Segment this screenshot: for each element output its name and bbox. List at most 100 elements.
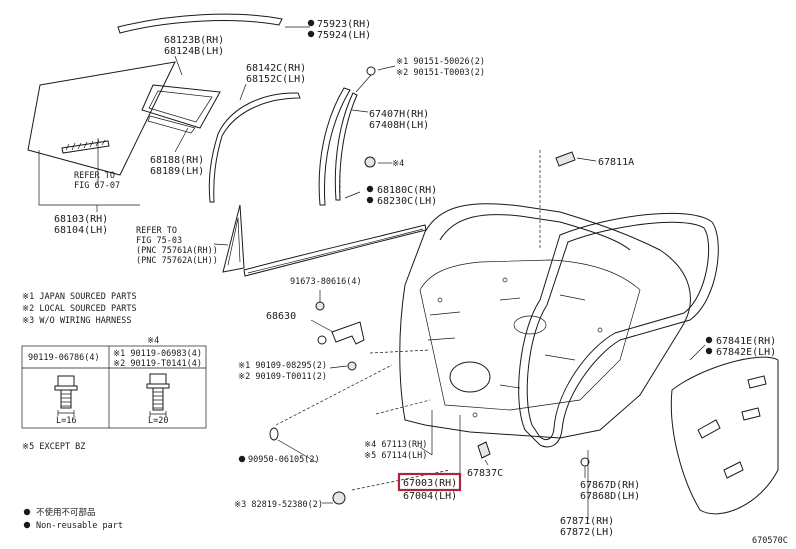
legend-dot bbox=[23, 508, 31, 516]
callout-67837c[interactable]: 67837C bbox=[467, 468, 503, 479]
callout-68103[interactable]: 68103(RH) 68104(LH) bbox=[54, 214, 108, 236]
rear-door-window-frame bbox=[439, 214, 631, 251]
part-number: 91673-80616(4) bbox=[290, 277, 362, 287]
note-except-bz: ※5 EXCEPT BZ bbox=[22, 442, 85, 452]
note-line: ※2 LOCAL SOURCED PARTS bbox=[22, 304, 137, 314]
refer-text: REFER TO bbox=[74, 171, 115, 181]
part-number: 67811A bbox=[598, 157, 634, 168]
part-number: 67003(RH) bbox=[403, 478, 457, 489]
part-number: 68188(RH) bbox=[150, 155, 204, 166]
part-number: 68180C(RH) bbox=[377, 185, 437, 196]
division-bar-inner bbox=[334, 92, 358, 201]
callout-90151[interactable]: ※1 90151-50026(2) ※2 90151-T0003(2) bbox=[396, 57, 485, 78]
quarter-glass bbox=[27, 61, 176, 176]
callout-68188[interactable]: 68188(RH) 68189(LH) bbox=[150, 155, 204, 177]
quarter-trim-inner bbox=[227, 217, 241, 266]
callout-68123b[interactable]: 68123B(RH) 68124B(LH) bbox=[164, 35, 224, 57]
door-hinge bbox=[331, 321, 365, 345]
service-hole-cover-slot3 bbox=[741, 407, 761, 421]
part-number: 67871(RH) bbox=[560, 516, 614, 527]
refer-text: (PNC 75762A(LH)) bbox=[136, 256, 218, 266]
bolt-91673 bbox=[315, 301, 325, 311]
service-hole-cover-slot1 bbox=[697, 419, 721, 439]
belt-moulding-inner bbox=[247, 228, 424, 274]
callout-67003-highlighted[interactable]: 67003(RH) 67004(LH) bbox=[397, 472, 462, 502]
part-number: 75924(LH) bbox=[317, 30, 371, 41]
quarter-trim bbox=[222, 204, 245, 273]
panel-hole-3 bbox=[597, 327, 603, 333]
callout-68142c[interactable]: 68142C(RH) 68152C(LH) bbox=[246, 63, 306, 85]
callout-68630[interactable]: 68630 bbox=[266, 311, 296, 322]
callout-67841e[interactable]: 67841E(RH) 67842E(LH) bbox=[705, 336, 776, 358]
clip-67837c bbox=[477, 441, 491, 459]
panel-hole-4 bbox=[472, 412, 478, 418]
part-number: 68123B(RH) bbox=[164, 35, 224, 46]
callout-91673[interactable]: 91673-80616(4) bbox=[290, 277, 362, 287]
part-number: 67841E(RH) bbox=[716, 336, 776, 347]
part-number: 67837C bbox=[467, 468, 503, 479]
quarter-weatherstrip bbox=[147, 115, 196, 134]
part-number: ※2 90151-T0003(2) bbox=[396, 68, 485, 78]
callout-refer-fig-75-03[interactable]: REFER TO FIG 75-03 (PNC 75761A(RH)) (PNC… bbox=[136, 226, 218, 266]
bolt-length-left: L=16 bbox=[56, 416, 76, 426]
bolt-length-right: L=20 bbox=[148, 416, 168, 426]
part-number: 90950-06105(2) bbox=[248, 455, 320, 465]
part-number: 67004(LH) bbox=[403, 491, 457, 502]
non-reusable-dot bbox=[705, 347, 713, 355]
callout-note4-clip[interactable]: ※4 bbox=[392, 159, 404, 169]
leader-90151 bbox=[355, 74, 372, 93]
legend-text-en: Non-reusable part bbox=[36, 521, 123, 531]
callout-90950[interactable]: 90950-06105(2) bbox=[238, 455, 320, 465]
rear-door-panel bbox=[399, 203, 691, 439]
part-number: ※1 90151-50026(2) bbox=[396, 57, 485, 67]
bolt-table-right-header: ※1 90119-06983(4) bbox=[113, 349, 202, 359]
plug-90950 bbox=[269, 427, 279, 441]
bolt-90151 bbox=[366, 66, 376, 76]
rear-door-inner-panel bbox=[419, 259, 641, 411]
long-bolt-icon bbox=[146, 373, 170, 411]
part-number: 68104(LH) bbox=[54, 225, 108, 236]
door-weatherstrip-inner bbox=[526, 221, 710, 441]
callout-90109[interactable]: ※1 90109-08295(2) ※2 90109-T0011(2) bbox=[238, 361, 327, 382]
bolt-table-left-header: 90119-06786(4) bbox=[28, 353, 100, 363]
hinge-bolt bbox=[317, 335, 327, 345]
callout-75923[interactable]: 75923(RH) 75924(LH) bbox=[307, 19, 371, 41]
part-number: 68630 bbox=[266, 311, 296, 322]
part-number: 67842E(LH) bbox=[716, 347, 776, 358]
dashed-leaders bbox=[275, 170, 451, 491]
hinge-leader bbox=[310, 319, 334, 333]
service-hole-cover bbox=[670, 356, 779, 515]
callout-refer-fig-67-07[interactable]: REFER TO FIG 67-07 bbox=[74, 171, 120, 191]
part-number: 68230C(LH) bbox=[377, 196, 437, 207]
callout-67407h[interactable]: 67407H(RH) 67408H(LH) bbox=[369, 109, 429, 131]
bolt-table: ※4 90119-06786(4) ※1 90119-06983(4) ※2 9… bbox=[21, 336, 207, 429]
rear-run-channel bbox=[208, 92, 301, 203]
callout-67867d[interactable]: 67867D(RH) 67868D(LH) bbox=[580, 480, 640, 502]
part-number: ※4 67113(RH) bbox=[364, 440, 427, 450]
legend: 不使用不可部品 Non-reusable part bbox=[23, 507, 123, 531]
part-number: ※1 90109-08295(2) bbox=[238, 361, 327, 371]
callout-67113[interactable]: ※4 67113(RH) ※5 67114(LH) bbox=[364, 440, 427, 461]
highlight-box bbox=[397, 472, 462, 492]
run-channel-top-strip bbox=[117, 13, 283, 34]
callout-67871[interactable]: 67871(RH) 67872(LH) bbox=[560, 516, 614, 538]
non-reusable-dot bbox=[366, 196, 374, 204]
clip-4 bbox=[364, 156, 376, 168]
part-number: ※2 90109-T0011(2) bbox=[238, 372, 327, 382]
part-number: 68142C(RH) bbox=[246, 63, 306, 74]
non-reusable-dot bbox=[307, 19, 315, 27]
panel-hole-1 bbox=[437, 297, 443, 303]
legend-text-jp: 不使用不可部品 bbox=[36, 507, 96, 518]
callout-82819[interactable]: ※3 82819-52380(2) bbox=[234, 500, 323, 510]
callout-68180c[interactable]: 68180C(RH) 68230C(LH) bbox=[366, 185, 437, 207]
glass-bracket-hatch bbox=[65, 139, 106, 151]
part-number: 67868D(LH) bbox=[580, 491, 640, 502]
panel-hole-2 bbox=[502, 277, 508, 283]
part-number: 67872(LH) bbox=[560, 527, 614, 538]
callout-67811a[interactable]: 67811A bbox=[598, 157, 634, 168]
part-number: 67867D(RH) bbox=[580, 480, 640, 491]
dim-line-right bbox=[149, 411, 167, 417]
non-reusable-dot bbox=[366, 185, 374, 193]
refer-text: FIG 75-03 bbox=[136, 236, 182, 246]
